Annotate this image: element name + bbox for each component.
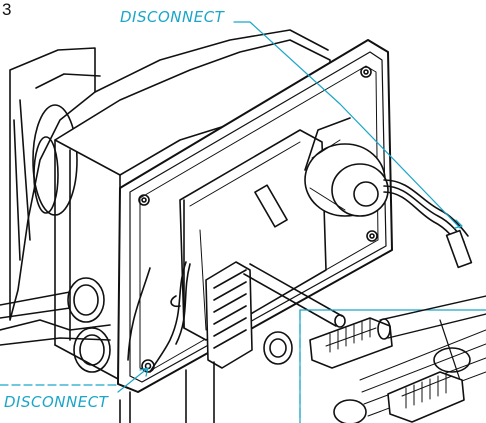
inset-connector-top <box>309 317 393 369</box>
step-number: 3 <box>2 0 12 19</box>
leader-top <box>233 21 461 229</box>
wire-harness <box>127 261 191 373</box>
callout-leaders <box>0 21 463 423</box>
leader-top-arrow <box>454 219 463 229</box>
conduit-entries <box>0 277 111 373</box>
mounting-legs <box>119 361 215 423</box>
inset-connector-bottom <box>387 371 465 423</box>
disconnect-callout-bottom: DISCONNECT <box>4 393 109 411</box>
detail-inset <box>299 295 486 423</box>
disconnect-callout-top: DISCONNECT <box>120 8 225 26</box>
leader-bottom <box>117 367 149 393</box>
leader-bottom-arrow <box>139 367 149 377</box>
terminal-block <box>205 261 253 369</box>
motor <box>304 117 389 217</box>
ribbon-cable <box>383 179 473 269</box>
shaft <box>243 263 346 365</box>
inset-shaft <box>377 295 486 381</box>
